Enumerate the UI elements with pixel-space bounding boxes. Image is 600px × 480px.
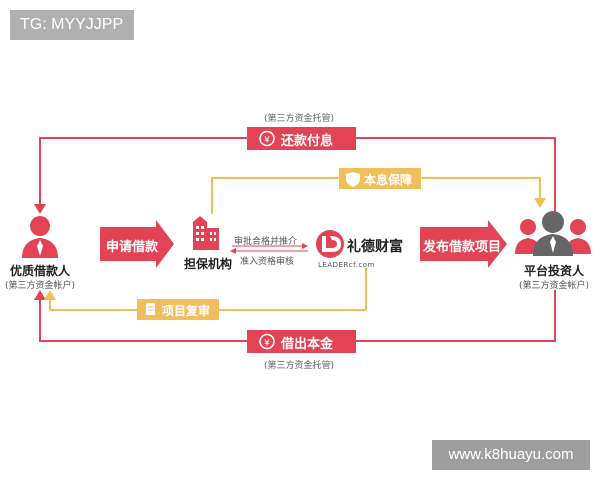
lend-label-box	[247, 330, 356, 353]
top-escrow-note: (第三方资金托管)	[264, 114, 335, 124]
apply-arrow	[100, 220, 174, 268]
admission-arrow	[230, 248, 308, 254]
apply-label: 申请借款	[106, 240, 159, 255]
shield-icon	[346, 172, 360, 187]
publish-label: 发布借款项目	[423, 240, 502, 255]
people-group-icon	[515, 211, 591, 256]
investor-sub: (第三方资金帐户)	[518, 281, 590, 291]
tg-badge: TG: MYYJJPP	[10, 10, 134, 40]
review-label-box	[137, 299, 219, 320]
repay-arrowhead	[34, 204, 46, 214]
platform-sub: LEADERcf.com	[318, 261, 375, 269]
guarantee-label-box	[339, 168, 421, 189]
yen-circle-icon	[259, 130, 275, 147]
platform-name: 礼德财富	[347, 239, 403, 255]
lend-arrowhead	[34, 290, 46, 300]
yen-glyph: ¥	[264, 136, 270, 146]
approve-arrow	[232, 243, 308, 249]
lend-label: 借出本金	[281, 337, 334, 352]
repay-label: 还款付息	[281, 134, 334, 149]
yen-glyph: ¥	[264, 339, 270, 349]
person-icon	[22, 216, 58, 258]
repay-label-box	[247, 127, 356, 150]
document-icon	[146, 303, 155, 315]
investor-name: 平台投资人	[523, 264, 584, 278]
guarantee-label: 本息保障	[364, 173, 413, 187]
bottom-escrow-note: (第三方资金托管)	[264, 361, 335, 371]
ld-logo-icon	[316, 230, 344, 258]
borrower-sub: (第三方资金帐户)	[4, 281, 76, 291]
approve-note: 审批合格并推介	[234, 237, 298, 247]
review-arrowhead	[44, 290, 56, 300]
watermark: www.k8huayu.com	[432, 440, 590, 470]
building-icon	[193, 216, 219, 250]
publish-arrow	[420, 220, 507, 268]
yen-circle-icon	[259, 333, 275, 350]
guarantee-arrowhead	[534, 198, 546, 208]
review-label: 项目复审	[162, 304, 211, 318]
admission-note: 准入资格审核	[240, 257, 295, 267]
borrower-name: 优质借款人	[9, 264, 70, 278]
guarantor-name: 担保机构	[183, 257, 232, 271]
